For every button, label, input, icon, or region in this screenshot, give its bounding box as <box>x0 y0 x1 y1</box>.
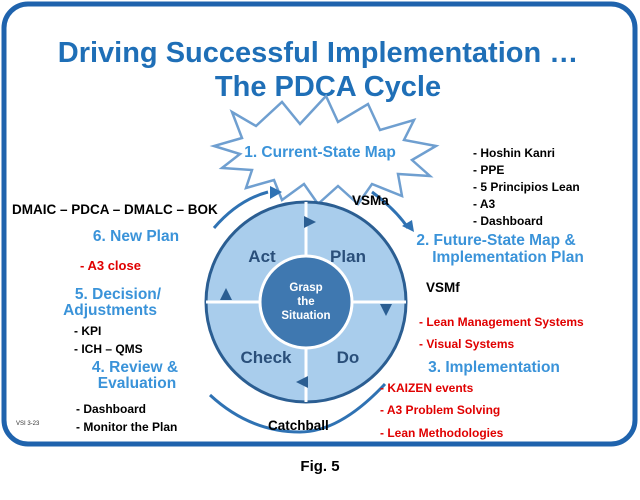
hoshin-item: - PPE <box>473 163 504 177</box>
annotation-a3-close: - A3 close <box>80 258 141 273</box>
step-implementation: 3. Implementation <box>428 359 560 376</box>
kaizen-item: - A3 Problem Solving <box>380 403 500 417</box>
hoshin-item: - 5 Principios Lean <box>473 180 580 194</box>
center-text-3: Situation <box>281 310 330 322</box>
quadrant-plan: Plan <box>330 247 366 266</box>
step-future-state-2: Implementation Plan <box>432 249 584 266</box>
monitor-item: - Monitor the Plan <box>76 420 177 434</box>
step-current-state: 1. Current-State Map <box>244 144 396 161</box>
figure-caption: Fig. 5 <box>300 458 339 475</box>
center-text-1: Grasp <box>289 282 322 294</box>
quadrant-act: Act <box>248 247 276 266</box>
step-future-state-1: 2. Future-State Map & <box>416 232 575 249</box>
center-text-2: the <box>297 296 314 308</box>
annotation-vsma: VSMa <box>352 193 389 208</box>
quadrant-check: Check <box>240 348 292 367</box>
cycle-arrow-left <box>220 288 232 300</box>
step-review-2: Evaluation <box>98 375 176 392</box>
step-decision-2: Adjustments <box>63 302 157 319</box>
kaizen-list: - KAIZEN events - A3 Problem Solving - L… <box>380 381 504 440</box>
arrow-head-1 <box>270 186 282 199</box>
arrow-bottom-arc <box>208 382 387 434</box>
annotation-vsmf: VSMf <box>426 280 460 295</box>
lean-mgmt-item: - Lean Management Systems <box>419 315 584 329</box>
monitor-item: - Dashboard <box>76 402 146 416</box>
monitor-list: - Dashboard - Monitor the Plan <box>76 402 177 434</box>
annotation-catchball: Catchball <box>268 418 329 433</box>
arrow-newplan-to-star <box>212 190 269 229</box>
hoshin-list: - Hoshin Kanri - PPE - 5 Principios Lean… <box>473 146 580 228</box>
arrow-head-2 <box>402 220 414 232</box>
quadrant-do: Do <box>337 348 360 367</box>
step-decision-1: 5. Decision/ <box>75 286 162 303</box>
hoshin-item: - A3 <box>473 197 496 211</box>
vsi-mark: VSI 3-23 <box>16 421 40 427</box>
step-review-1: 4. Review & <box>92 359 178 376</box>
hoshin-item: - Dashboard <box>473 214 543 228</box>
kaizen-item: - KAIZEN events <box>380 381 474 395</box>
kpi-item: - KPI <box>74 324 101 338</box>
kpi-list: - KPI - ICH – QMS <box>74 324 143 356</box>
pdca-cycle: Act Plan Check Do Grasp the Situation <box>204 200 408 404</box>
lean-mgmt-item: - Visual Systems <box>419 337 514 351</box>
cycle-arrow-right <box>380 304 392 316</box>
cycle-center-circle <box>258 254 354 350</box>
title-line-1: Driving Successful Implementation … <box>58 37 579 69</box>
step-new-plan: 6. New Plan <box>93 228 179 245</box>
cycle-arrow-top <box>304 216 316 228</box>
starburst-shape <box>209 93 440 206</box>
hoshin-item: - Hoshin Kanri <box>473 146 555 160</box>
kaizen-item: - Lean Methodologies <box>380 426 504 440</box>
cycle-arrow-bottom <box>296 376 308 388</box>
annotation-dmaic: DMAIC – PDCA – DMALC – BOK <box>12 202 218 217</box>
kpi-item: - ICH – QMS <box>74 342 143 356</box>
lean-mgmt-list: - Lean Management Systems - Visual Syste… <box>419 315 584 351</box>
